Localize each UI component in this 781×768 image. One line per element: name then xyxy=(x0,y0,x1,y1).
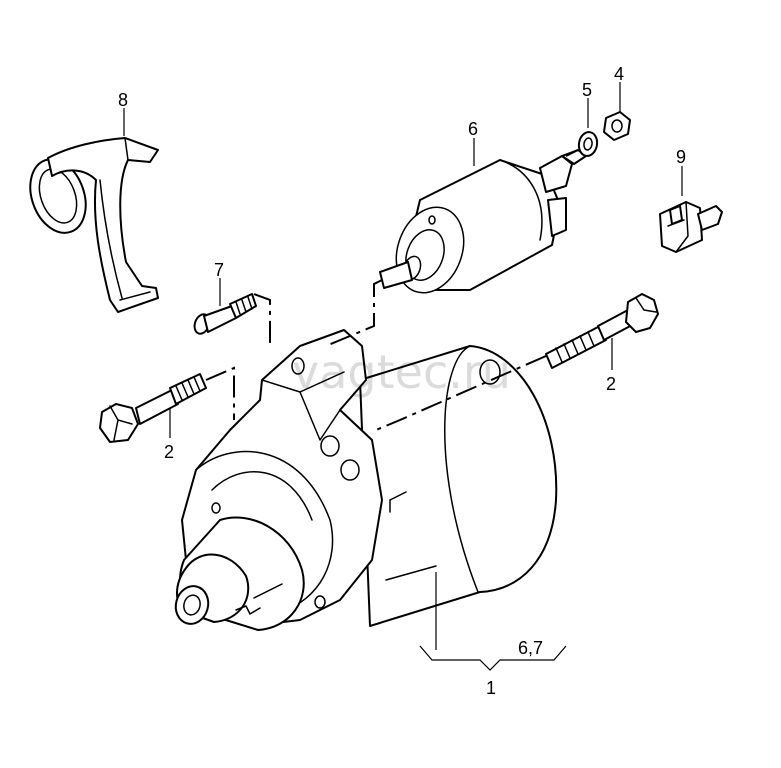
part-4-nut xyxy=(603,111,631,141)
leader-lines xyxy=(123,82,683,671)
part-5-washer xyxy=(577,131,599,157)
callout-1: 1 xyxy=(486,678,496,698)
part-2-bolt-right xyxy=(545,293,659,369)
callout-8: 8 xyxy=(118,90,128,110)
part-7-screw xyxy=(193,293,257,335)
part-2-bolt-left xyxy=(99,373,207,443)
part-6-solenoid xyxy=(379,149,587,294)
callout-6-7: 6,7 xyxy=(518,638,543,658)
assembly-lines xyxy=(205,149,579,431)
part-9-connector xyxy=(659,201,723,253)
callout-6: 6 xyxy=(468,119,478,139)
callout-2-right: 2 xyxy=(606,374,616,394)
callout-9: 9 xyxy=(676,147,686,167)
callout-4: 4 xyxy=(614,64,624,84)
part-8-bracket xyxy=(29,137,159,313)
callout-5: 5 xyxy=(582,80,592,100)
watermark: vagtec.ru xyxy=(292,345,511,399)
callout-7: 7 xyxy=(214,260,224,280)
callout-2-left: 2 xyxy=(164,442,174,462)
callouts: 8 6 5 4 9 7 2 2 6,7 1 xyxy=(118,64,686,698)
part-1-starter-motor xyxy=(174,329,558,631)
